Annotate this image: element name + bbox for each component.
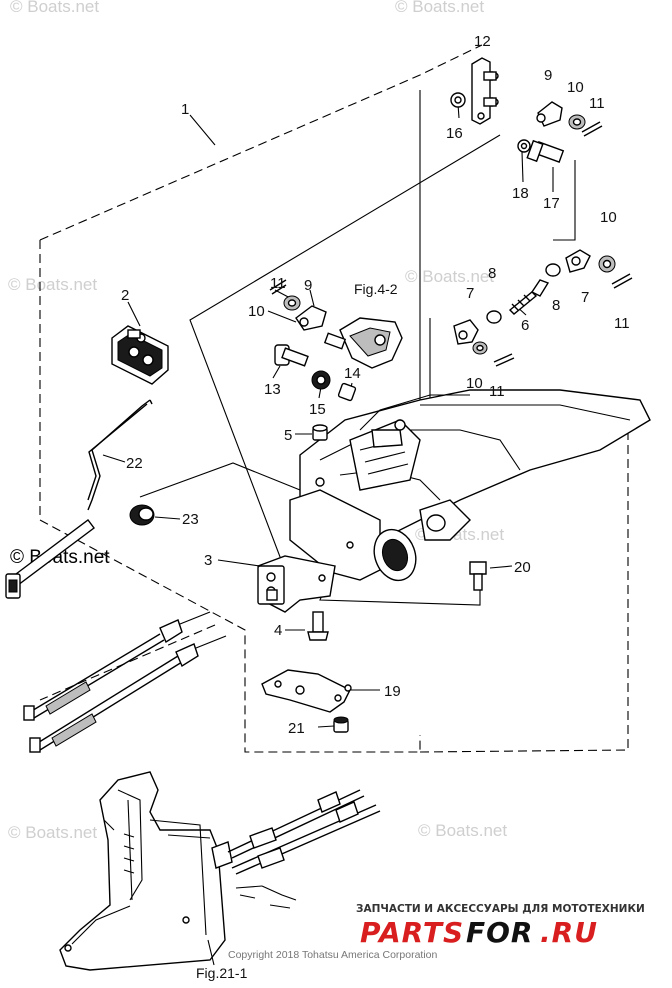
part-11-clip-upper: [581, 121, 603, 137]
callout-19: 19: [384, 683, 401, 700]
part-10-washer-upper: [568, 114, 586, 130]
part-8-nut-right: [545, 263, 561, 277]
callout-23: 23: [182, 511, 199, 528]
part-3-clamp: [257, 555, 336, 613]
remote-control-box: [59, 771, 233, 971]
callout-6: 6: [521, 317, 529, 334]
part-11-clip-right: [611, 273, 633, 289]
cable-end-left: [5, 519, 95, 599]
part-9-joint-left: [295, 305, 327, 331]
figure-reference: Fig.4-2: [354, 281, 398, 297]
copyright-notice: Copyright 2018 Tohatsu America Corporati…: [228, 949, 438, 961]
callout-10: 10: [567, 79, 584, 96]
callout-22: 22: [126, 455, 143, 472]
callout-3: 3: [204, 552, 212, 569]
ad-logo-tail: .RU: [540, 916, 598, 949]
part-14-collar: [337, 382, 357, 402]
part-21-nut: [333, 716, 349, 733]
part-18-washer: [517, 139, 531, 153]
watermark: © Boats.net: [405, 267, 494, 286]
part-22-rod: [87, 399, 153, 511]
control-cables: [23, 611, 227, 753]
part-10-washer-right: [598, 255, 616, 273]
part-16-washer: [450, 92, 466, 108]
part-8-nut-middle: [486, 310, 502, 324]
callout-12: 12: [474, 33, 491, 50]
callout-9: 9: [544, 67, 552, 84]
part-2-grommet: [111, 325, 169, 385]
part-23-bushing: [129, 504, 155, 526]
part-12-bracket: [471, 57, 499, 125]
part-20-bolt: [469, 561, 487, 591]
callout-21: 21: [288, 720, 305, 737]
part-9-joint-upper: [536, 101, 563, 127]
callout-20: 20: [514, 559, 531, 576]
callout-1: 1: [181, 101, 189, 118]
callout-14: 14: [344, 365, 361, 382]
part-11-clip-left: [269, 279, 287, 295]
callout-10: 10: [600, 209, 617, 226]
figure-reference: Fig.21-1: [196, 965, 248, 981]
part-10-washer-middle: [472, 341, 488, 355]
figure-reference-leader: [207, 939, 215, 966]
callout-labels: 1 2 3 4 5 6 7 7 8 8 9 9 10 10 10 10 11 1…: [121, 33, 630, 737]
callout-11: 11: [589, 95, 605, 112]
part-7-joint-middle: [453, 319, 479, 345]
part-7-joint-right: [565, 249, 591, 273]
callout-10: 10: [248, 303, 265, 320]
callout-11: 11: [489, 383, 505, 400]
watermark: © Boats.net: [8, 823, 97, 842]
callout-8: 8: [488, 265, 496, 282]
callout-10: 10: [466, 375, 483, 392]
part-13-pin: [274, 344, 309, 367]
callout-2: 2: [121, 287, 129, 304]
callout-8: 8: [552, 297, 560, 314]
part-15-bushing: [311, 370, 331, 390]
part-10-washer-left: [283, 295, 301, 311]
part-17-bolt: [526, 139, 565, 163]
part-5-nut: [312, 424, 328, 441]
callout-9: 9: [304, 277, 312, 294]
watermark: © Boats.net: [395, 0, 484, 16]
fig-4-2-component: [323, 317, 403, 369]
callout-4: 4: [274, 622, 282, 639]
leader-lines: [102, 103, 554, 728]
ad-logo-red: PARTS: [360, 916, 464, 949]
callout-11: 11: [270, 275, 286, 292]
callout-5: 5: [284, 427, 292, 444]
watermark: © Boats.net: [10, 0, 99, 16]
watermark: © Boats.net: [418, 821, 507, 840]
ad-logo-black: FOR: [466, 916, 534, 949]
callout-17: 17: [543, 195, 560, 212]
callout-18: 18: [512, 185, 529, 202]
callout-7: 7: [466, 285, 474, 302]
part-4-bolt: [307, 611, 329, 641]
remote-cables: [227, 789, 381, 909]
part-11-clip-middle: [493, 353, 515, 367]
callout-15: 15: [309, 401, 326, 418]
callout-11: 11: [614, 315, 630, 332]
part-19-plate: [261, 669, 352, 713]
callout-7: 7: [581, 289, 589, 306]
watermark: © Boats.net: [8, 275, 97, 294]
engine-bracket: [289, 389, 651, 582]
ad-logo: PARTS FOR .RU: [360, 916, 598, 949]
ad-tagline: ЗАПЧАСТИ И АКСЕССУАРЫ ДЛЯ МОТОТЕХНИКИ: [356, 903, 645, 915]
callout-13: 13: [264, 381, 281, 398]
part-6-rod: [508, 279, 550, 315]
callout-16: 16: [446, 125, 463, 142]
